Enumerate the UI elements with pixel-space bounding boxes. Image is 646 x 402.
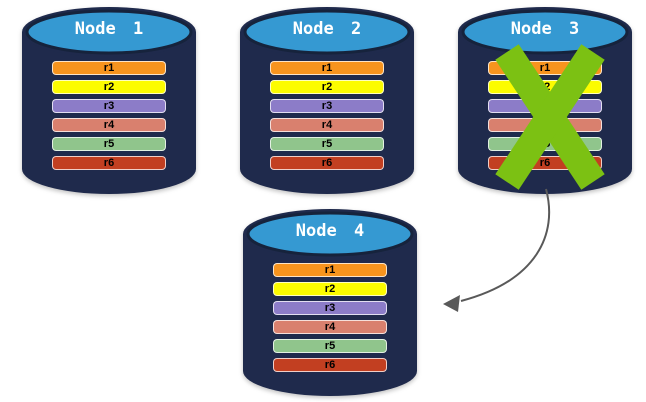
row-bar-r1: r1 [270, 61, 384, 75]
node-title: Node 1 [74, 19, 144, 39]
node-4: Node 4 r1 r2 r3 r4 r5 r6 [242, 208, 418, 398]
row-bar-r3: r3 [273, 301, 387, 315]
row-bar-r3: r3 [270, 99, 384, 113]
row-bar-r2: r2 [273, 282, 387, 296]
node-title: Node 3 [510, 19, 580, 39]
row-bar-r4: r4 [273, 320, 387, 334]
row-stack: r1 r2 r3 r4 r5 r6 [273, 263, 387, 377]
row-bar-r6: r6 [270, 156, 384, 170]
row-bar-r1: r1 [273, 263, 387, 277]
failure-x-icon [495, 44, 605, 190]
row-bar-r5: r5 [270, 137, 384, 151]
row-bar-r5: r5 [273, 339, 387, 353]
node-2: Node 2 r1 r2 r3 r4 r5 r6 [239, 6, 415, 196]
node-1: Node 1 r1 r2 r3 r4 r5 r6 [21, 6, 197, 196]
row-bar-r2: r2 [52, 80, 166, 94]
row-bar-r5: r5 [52, 137, 166, 151]
row-bar-r4: r4 [270, 118, 384, 132]
row-bar-r4: r4 [52, 118, 166, 132]
row-bar-r1: r1 [52, 61, 166, 75]
node-title: Node 4 [295, 221, 365, 241]
row-bar-r2: r2 [270, 80, 384, 94]
row-bar-r3: r3 [52, 99, 166, 113]
row-bar-r6: r6 [52, 156, 166, 170]
row-bar-r6: r6 [273, 358, 387, 372]
row-stack: r1 r2 r3 r4 r5 r6 [270, 61, 384, 175]
row-stack: r1 r2 r3 r4 r5 r6 [52, 61, 166, 175]
node-title: Node 2 [292, 19, 362, 39]
